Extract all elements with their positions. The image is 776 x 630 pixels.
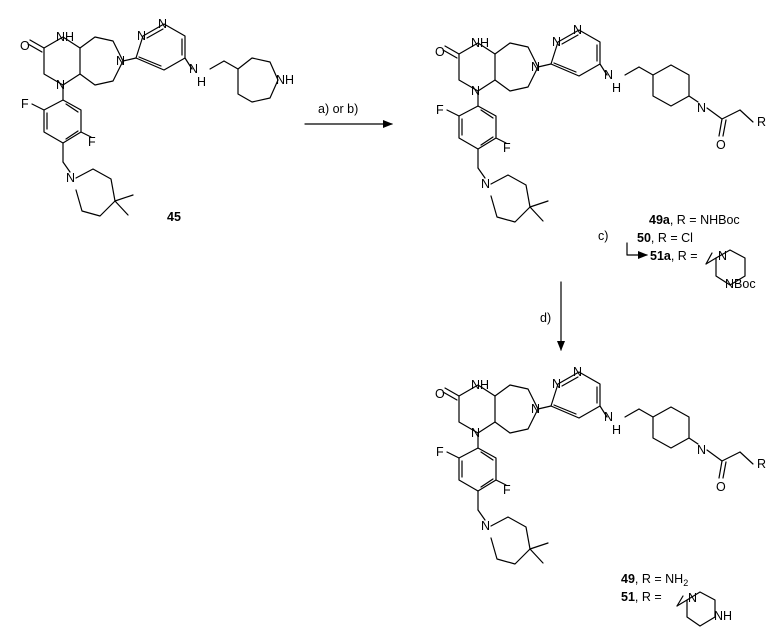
compound-r-50: , R = Cl [651,231,693,245]
reaction-arrow-c [626,242,648,259]
atom-label-nboc: NBoc [725,277,756,291]
svg-text:51, R =: 51, R = [621,590,662,604]
r-group-label: R [757,115,766,129]
compound-label-45: 45 [167,210,181,224]
compound-label-51a: 51a [650,249,672,263]
compound-r-49-subscript: 2 [683,578,688,588]
atom-label-n: N [688,591,697,605]
atom-label-nh: NH [276,73,294,87]
piperazine-substituent: N NH [676,591,732,627]
step-label-d: d) [540,311,551,325]
compound-r-49: , R = NH [635,572,683,586]
atom-label-nh: NH [714,609,732,623]
compound-r-49a: , R = NHBoc [670,213,740,227]
boc-piperazine-substituent: N NBoc [705,249,756,291]
compound-49-structure: R [434,364,766,565]
compound-label-49a: 49a [649,213,671,227]
compound-list-bottom: 49, R = NH2 51, R = [621,572,688,604]
r-group-label: R [757,457,766,471]
compound-r-51a: , R = [671,249,698,263]
svg-text:50, R = Cl: 50, R = Cl [637,231,693,245]
atom-label-n: N [718,249,727,263]
svg-text:49, R = NH2: 49, R = NH2 [621,572,688,588]
compound-label-50: 50 [637,231,651,245]
compound-label-51: 51 [621,590,635,604]
compound-45-structure: NH [19,16,294,217]
compound-list-top: 49a, R = NHBoc 50, R = Cl 51a, R = [637,213,740,263]
compound-label-49: 49 [621,572,635,586]
step-label-c: c) [598,229,608,243]
svg-text:49a, R = NHBoc: 49a, R = NHBoc [649,213,740,227]
step-label-ab: a) or b) [318,102,358,116]
svg-text:51a, R =: 51a, R = [650,249,698,263]
compound-r-51: , R = [635,590,662,604]
compound-49a-structure: R [434,22,766,223]
